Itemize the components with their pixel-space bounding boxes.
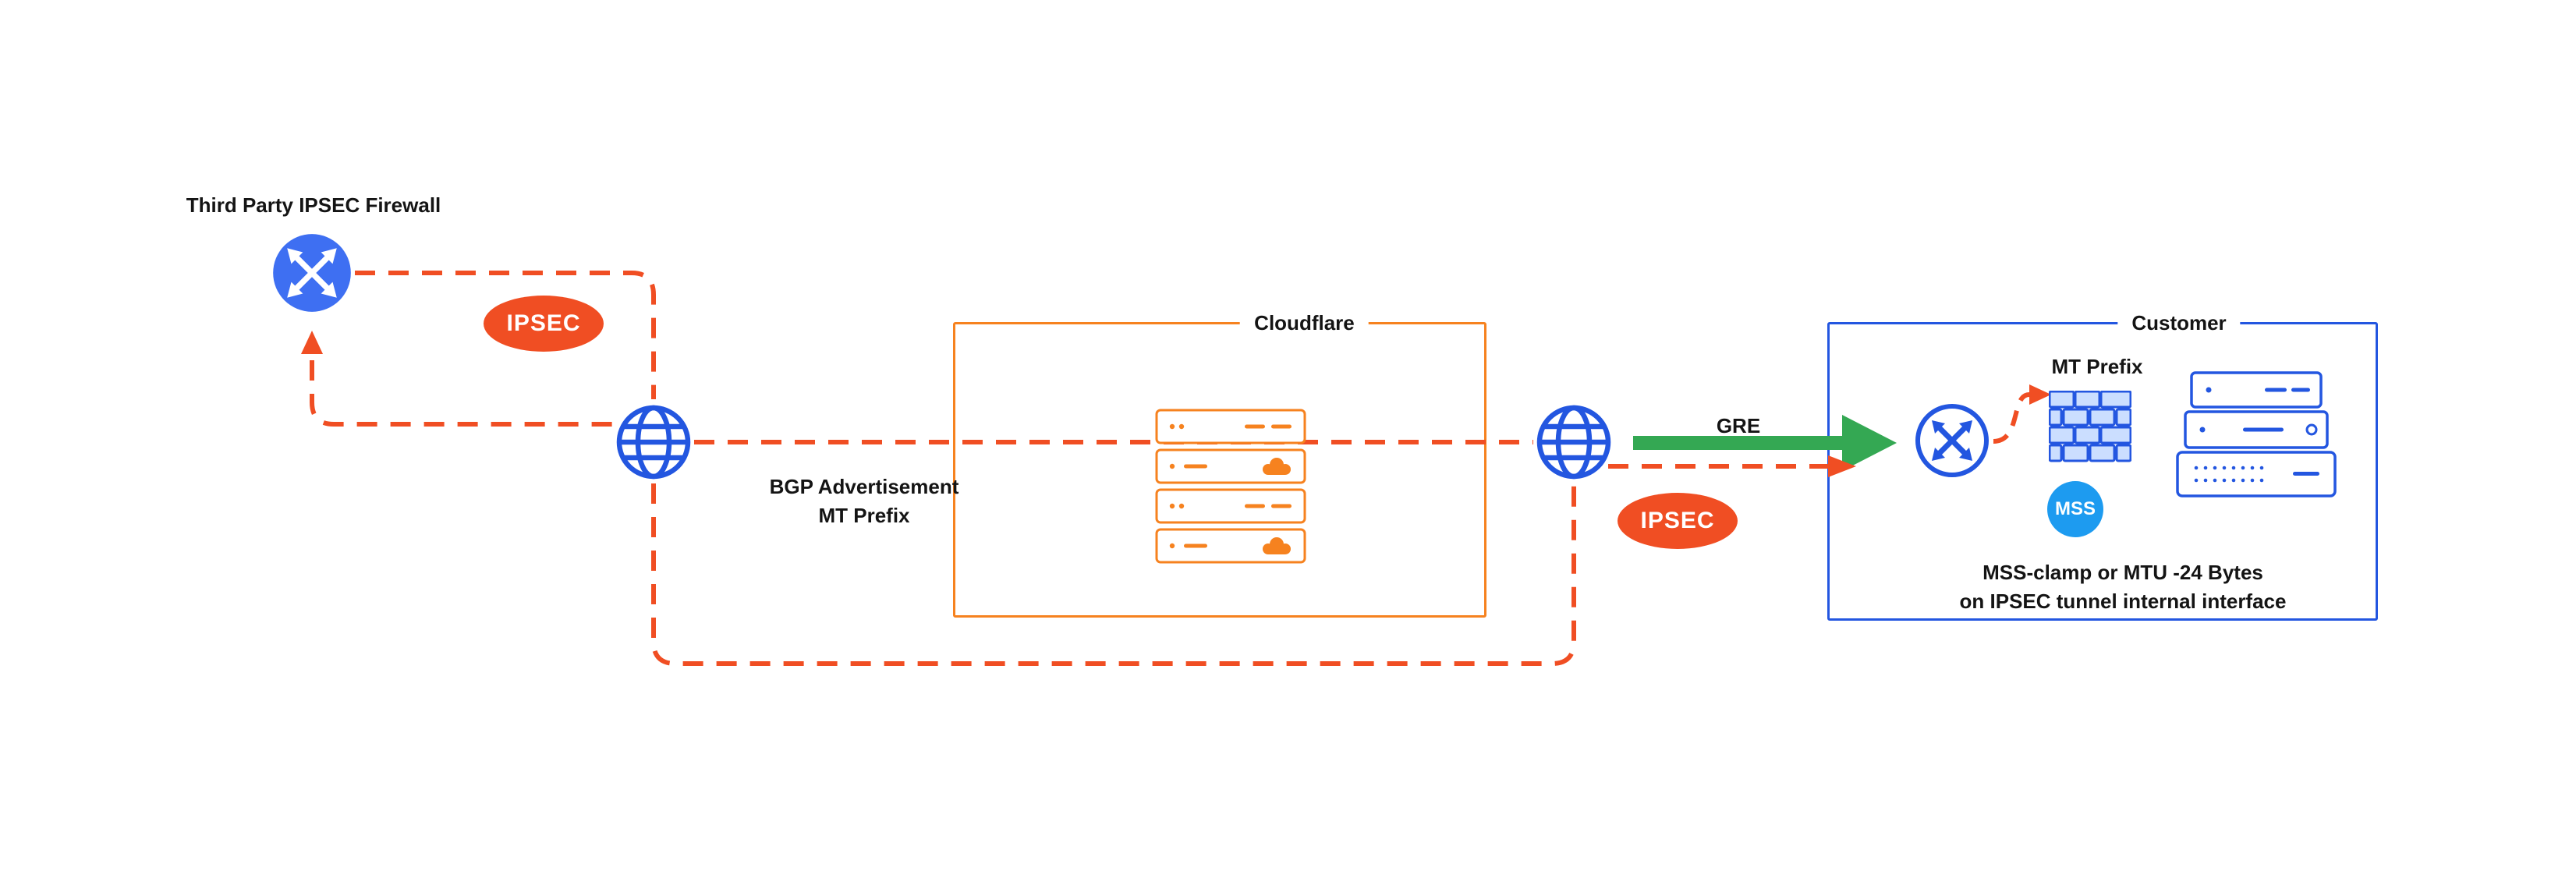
server-stack-icon xyxy=(2176,371,2337,497)
mt-prefix-label: MT Prefix xyxy=(2051,355,2143,378)
mss-clamp-note-line1: MSS-clamp or MTU -24 Bytes xyxy=(1982,561,2263,584)
bgp-advertisement-line2: MT Prefix xyxy=(818,504,910,527)
bgp-advertisement-label: BGP Advertisement MT Prefix xyxy=(770,473,959,530)
ipsec-badge-right: IPSEC xyxy=(1618,493,1738,549)
bgp-advertisement-line1: BGP Advertisement xyxy=(769,475,959,498)
server-stack-icon xyxy=(1155,409,1306,564)
cloudflare-group-label: Cloudflare xyxy=(1240,310,1369,335)
mt-prefix-arrowhead-icon xyxy=(2029,384,2051,405)
cloudflare-group-box: Cloudflare xyxy=(953,310,1486,618)
customer-group-label: Customer xyxy=(2117,310,2241,335)
router-icon xyxy=(1915,404,1989,477)
firewall-to-internet-path xyxy=(355,271,656,399)
ipsec-badge-left: IPSEC xyxy=(484,296,604,352)
globe-icon xyxy=(1536,405,1611,480)
third-party-router-node xyxy=(271,232,353,314)
firewall-brick-icon xyxy=(2049,391,2131,462)
customer-firewall-node xyxy=(2049,391,2131,462)
mss-badge-label: MSS xyxy=(2054,498,2096,519)
gre-label: GRE xyxy=(1716,414,1761,437)
router-to-firewall-path xyxy=(1993,392,2030,444)
mss-clamp-note: MSS-clamp or MTU -24 Bytes on IPSEC tunn… xyxy=(1960,558,2287,616)
internet-to-firewall-return-path xyxy=(310,360,616,427)
internet-right-node xyxy=(1535,403,1613,481)
ipsec-badge-left-label: IPSEC xyxy=(506,310,581,336)
internet-left-node xyxy=(615,403,693,481)
router-icon xyxy=(273,234,351,312)
up-arrowhead-icon xyxy=(301,331,323,354)
customer-servers-node xyxy=(2174,371,2338,505)
ipsec-badge-right-label: IPSEC xyxy=(1640,508,1715,533)
gre-arrow xyxy=(1633,415,1897,471)
third-party-firewall-label: Third Party IPSEC Firewall xyxy=(186,193,441,217)
ipsec-arrowhead-icon xyxy=(1828,455,1856,477)
globe-icon xyxy=(616,405,691,480)
mss-clamp-note-line2: on IPSEC tunnel internal interface xyxy=(1959,590,2287,613)
customer-router-node xyxy=(1913,402,1991,480)
cloudflare-servers-node xyxy=(1153,409,1309,568)
mss-badge: MSS xyxy=(2047,481,2103,537)
